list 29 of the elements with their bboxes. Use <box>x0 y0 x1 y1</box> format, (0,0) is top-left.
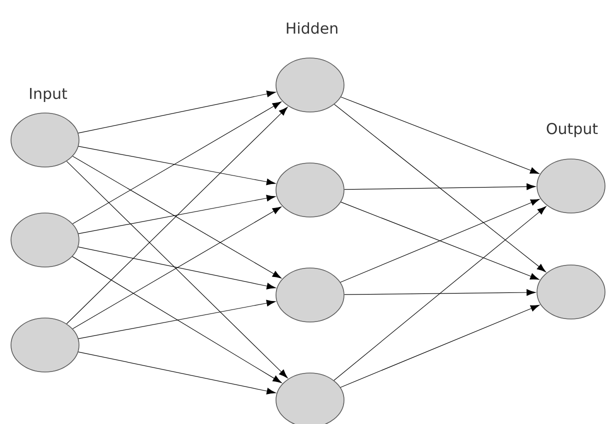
layer-label: Hidden <box>286 22 338 34</box>
arrow <box>78 194 276 234</box>
neuron-circle <box>276 268 344 322</box>
arrow <box>344 289 536 296</box>
neuron-circle <box>10 112 80 168</box>
arrow <box>72 156 282 278</box>
neuron-circle <box>276 58 344 112</box>
arrow <box>78 352 276 394</box>
arrow <box>340 304 540 388</box>
arrow <box>72 102 282 224</box>
arrow <box>66 160 288 378</box>
arrow <box>340 96 540 174</box>
neuron-circle <box>536 264 606 320</box>
arrow <box>344 183 536 190</box>
neuron-circle <box>10 212 80 268</box>
neuron-circle <box>536 158 606 214</box>
arrow <box>78 246 276 290</box>
neuron-circle <box>276 372 344 424</box>
arrow <box>334 104 546 272</box>
neuron-circle <box>10 318 80 372</box>
arrow <box>66 106 288 324</box>
arrow <box>72 256 282 384</box>
arrow <box>78 300 276 339</box>
arrow <box>78 90 276 134</box>
neuron-circle <box>276 162 344 218</box>
arrow <box>72 206 282 330</box>
layer-label: Output <box>546 122 598 138</box>
arrow <box>78 146 276 186</box>
arrow <box>334 206 546 381</box>
